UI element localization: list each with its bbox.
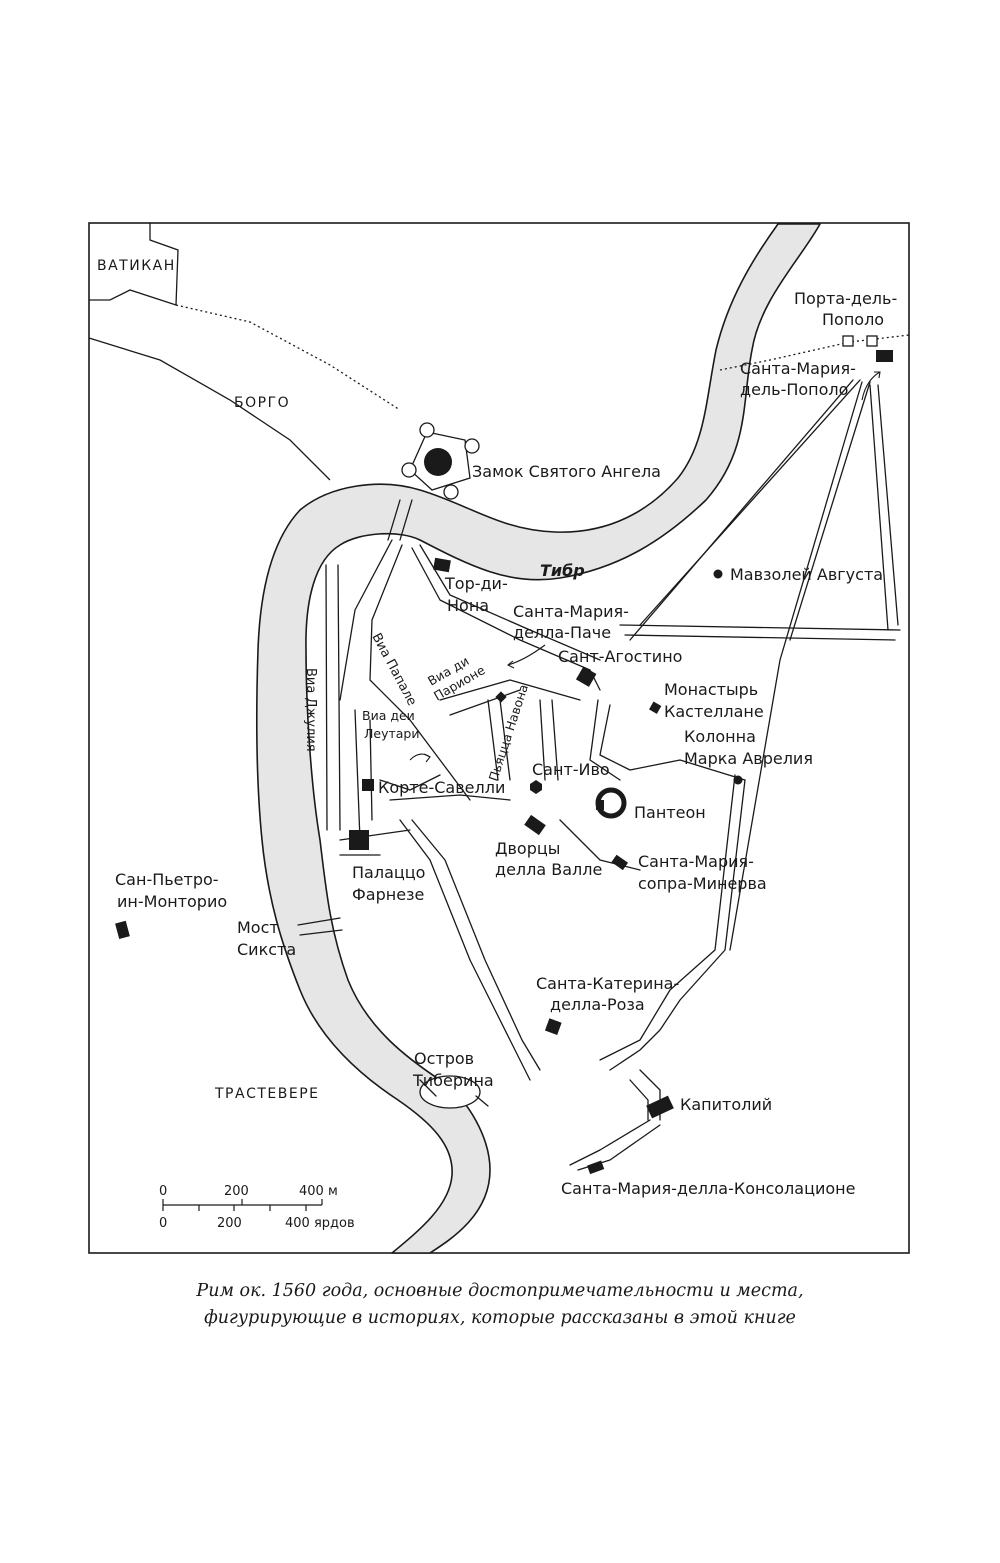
- palazzo-farnese-marker: [349, 830, 369, 850]
- label-santa-caterina-1: Санта-Катерина-: [536, 974, 679, 993]
- street-via-giulia: Виа Джулия: [303, 668, 318, 752]
- label-palazzo-farnese-2: Фарнезе: [352, 885, 424, 904]
- scale-y-200: 200: [217, 1216, 242, 1231]
- label-pantheon: Пантеон: [634, 803, 706, 822]
- label-castel-sant-angelo: Замок Святого Ангела: [472, 462, 661, 481]
- label-palazzi-valle-2: делла Валле: [495, 860, 602, 879]
- mausoleum-augustus-marker: [713, 569, 723, 579]
- porta-popolo-gate-left: [842, 335, 854, 347]
- caption-line-2: фигурирующие в историях, которые рассказ…: [204, 1308, 796, 1328]
- district-vatican: ВАТИКАН: [97, 258, 176, 274]
- label-minerva-1: Санта-Мария-: [638, 852, 754, 871]
- label-consolazione: Санта-Мария-делла-Консолационе: [561, 1179, 855, 1198]
- district-borgo: БОРГО: [234, 395, 290, 411]
- san-pietro-montorio-marker: [115, 920, 130, 940]
- santa-maria-pace-marker: [495, 691, 507, 703]
- castel-sant-angelo-marker: [401, 422, 480, 500]
- consolazione-marker: [587, 1160, 605, 1175]
- label-porta-popolo-2: Пополо: [822, 310, 884, 329]
- label-santa-maria-popolo-1: Санта-Мария-: [740, 359, 856, 378]
- scale-y-400: 400 ярдов: [285, 1216, 355, 1231]
- map-frame: [88, 222, 910, 1254]
- tor-di-nona-marker: [433, 557, 451, 573]
- label-santa-maria-pace-1: Санта-Мария-: [513, 602, 629, 621]
- leader-arrows: [409, 371, 881, 763]
- palazzi-valle-marker: [524, 814, 546, 836]
- street-via-papale: Виа Папале: [368, 631, 419, 709]
- label-ponte-sisto-2: Сикста: [237, 940, 296, 959]
- label-tiber-island-1: Остров: [414, 1049, 474, 1068]
- district-trastevere: ТРАСТЕВЕРЕ: [214, 1086, 319, 1102]
- label-monastery-1: Монастырь: [664, 680, 758, 699]
- label-capitol: Капитолий: [680, 1095, 772, 1114]
- corte-savelli-marker: [362, 779, 374, 791]
- street-via-leutari-1: Виа деи: [362, 708, 415, 723]
- map-caption: Рим ок. 1560 года, основные достопримеча…: [150, 1278, 850, 1332]
- tiber-island: [419, 1075, 481, 1109]
- map-content: [88, 223, 910, 1254]
- label-tor-di-nona-2: Нона: [447, 596, 489, 615]
- santa-maria-popolo-marker: [876, 350, 893, 362]
- label-tor-di-nona-1: Тор-ди-: [444, 574, 508, 593]
- scale-m-0: 0: [159, 1184, 167, 1199]
- label-ponte-sisto-1: Мост: [237, 918, 279, 937]
- label-tiber-island-2: Тиберина: [412, 1071, 494, 1090]
- caption-line-1: Рим ок. 1560 года, основные достопримеча…: [196, 1281, 804, 1301]
- label-santa-maria-pace-2: делла-Паче: [513, 623, 611, 642]
- label-santa-maria-popolo-2: дель-Пополо: [740, 380, 848, 399]
- minerva-marker: [611, 854, 629, 871]
- sant-agostino-marker: [575, 666, 597, 687]
- label-palazzi-valle-1: Дворцы: [495, 839, 560, 858]
- tiber-river: [256, 223, 821, 1254]
- label-santa-caterina-2: делла-Роза: [550, 995, 645, 1014]
- scale-y-0: 0: [159, 1216, 167, 1231]
- scale-m-200: 200: [224, 1184, 249, 1199]
- label-san-pietro-2: ин-Монторио: [117, 892, 227, 911]
- monastery-marker: [649, 701, 662, 714]
- label-sant-agostino: Сант-Агостино: [558, 647, 682, 666]
- river-label: Тибр: [540, 561, 585, 580]
- santa-caterina-marker: [544, 1018, 562, 1035]
- label-mausoleum-augustus: Мавзолей Августа: [730, 565, 883, 584]
- street-network: [297, 379, 901, 1171]
- pantheon-marker: [595, 787, 627, 819]
- label-column-2: Марка Аврелия: [684, 749, 813, 768]
- label-corte-savelli: Корте-Савелли: [378, 778, 505, 797]
- porta-popolo-gate-right: [866, 335, 878, 347]
- label-san-pietro-1: Сан-Пьетро-: [115, 870, 219, 889]
- label-palazzo-farnese-1: Палаццо: [352, 863, 425, 882]
- sant-ivo-marker: [530, 780, 542, 794]
- vatican-walls: [88, 223, 910, 481]
- street-via-leutari-2: Леутари: [364, 726, 420, 741]
- label-column-1: Колонна: [684, 727, 756, 746]
- column-marcus-aurelius-marker: [733, 775, 743, 785]
- label-monastery-2: Кастеллане: [664, 702, 764, 721]
- capitol-marker: [646, 1095, 674, 1119]
- label-minerva-2: сопра-Минерва: [638, 874, 767, 893]
- scale-m-400: 400 м: [299, 1184, 338, 1199]
- label-sant-ivo: Сант-Иво: [532, 760, 610, 779]
- scale-bar: 0 200 400 м 0 200 400 ярдов: [159, 1184, 355, 1231]
- label-porta-popolo-1: Порта-дель-: [794, 289, 897, 308]
